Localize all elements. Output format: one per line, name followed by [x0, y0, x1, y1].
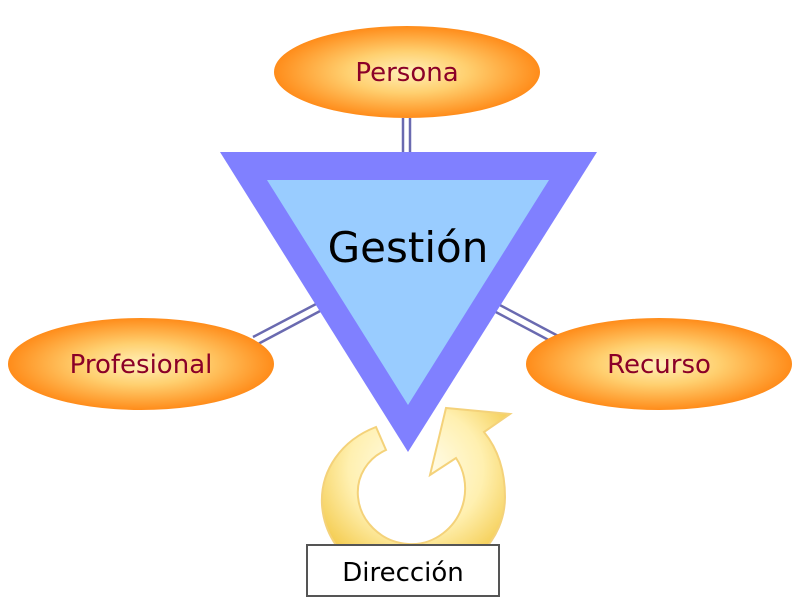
- persona-label: Persona: [355, 58, 458, 88]
- profesional-label: Profesional: [70, 350, 213, 380]
- connector-left: [252, 301, 323, 346]
- node-persona: Persona: [274, 26, 540, 118]
- gestion-triangle: Gestión: [220, 152, 597, 452]
- direccion-label: Dirección: [342, 558, 464, 588]
- node-recurso: Recurso: [526, 318, 792, 410]
- connector-right: [491, 301, 563, 347]
- cycle-arrow-icon: [320, 406, 513, 584]
- node-profesional: Profesional: [8, 318, 274, 410]
- recurso-label: Recurso: [607, 350, 711, 380]
- gestion-label: Gestión: [328, 223, 489, 272]
- connector-top: [401, 118, 412, 156]
- direccion-box: Dirección: [306, 544, 500, 597]
